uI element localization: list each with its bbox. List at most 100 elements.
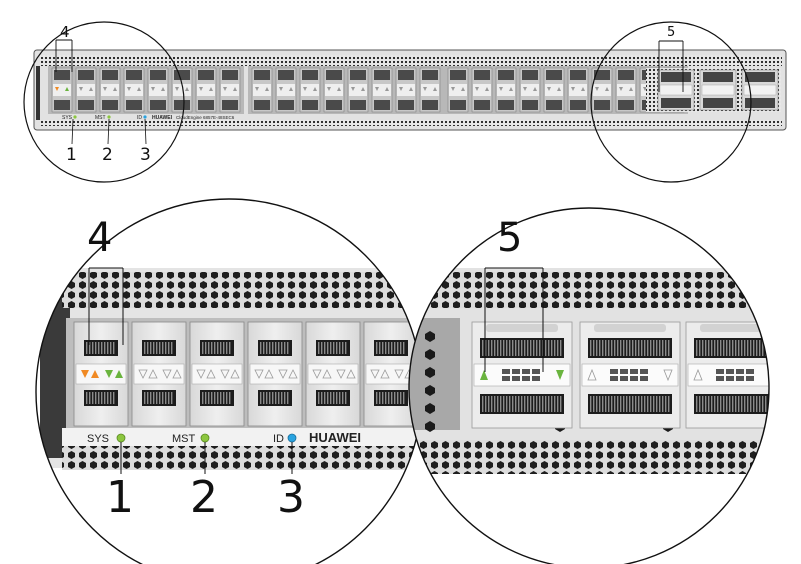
sfp-port-pair: [347, 67, 369, 113]
qsfp-port: [661, 72, 691, 82]
sfp-port-pair-zoom: [305, 321, 361, 427]
port-indicator-icon: [619, 87, 623, 91]
qsfp-port-area: [646, 68, 781, 112]
sfp-port-pair: [147, 67, 169, 113]
sfp-port: [546, 70, 562, 80]
port-indicator-icon: [137, 87, 141, 91]
port-indicator-icon: [206, 369, 216, 379]
port-indicator-icon: [581, 87, 585, 91]
port-indicator-icon: [209, 87, 213, 91]
callout-4: 4: [87, 215, 112, 261]
port-indicator-icon: [509, 87, 513, 91]
callout-2-top: 2: [102, 145, 113, 165]
sfp-port: [150, 100, 166, 110]
sfp-port-pair-zoom: [189, 321, 245, 427]
sfp-port-pair: [123, 67, 145, 113]
sfp-port: [450, 70, 466, 80]
sfp-port: [150, 70, 166, 80]
sys-led: [116, 433, 126, 443]
port-indicator-icon: [199, 87, 203, 91]
sfp-port: [474, 70, 490, 80]
callout-1: 1: [106, 472, 134, 523]
zoom-circle-right: [590, 21, 752, 183]
zoom-detail-qsfp: 5: [408, 207, 778, 564]
sfp-port: [78, 70, 94, 80]
zoom-circle-left: [23, 21, 185, 183]
port-indicator-icon: [79, 87, 83, 91]
top-sys-led: [73, 115, 77, 119]
port-indicator-icon: [265, 87, 269, 91]
port-indicator-icon: [394, 369, 404, 379]
callout-1-top: 1: [66, 145, 77, 165]
port-indicator-icon: [175, 87, 179, 91]
port-indicator-icon: [385, 87, 389, 91]
sfp-port: [398, 100, 414, 110]
port-indicator-icon: [770, 370, 778, 380]
sfp-port-pair-zoom: [131, 321, 187, 427]
port-indicator-icon: [254, 369, 264, 379]
sfp-port: [618, 100, 634, 110]
port-indicator-icon: [451, 87, 455, 91]
sfp-port: [222, 100, 238, 110]
sfp-port: [326, 100, 342, 110]
port-indicator-icon: [480, 370, 488, 380]
device-front-panel: SYS MST ID HUAWEI CloudEngine 6857E-48SE…: [23, 21, 787, 183]
port-indicator-icon: [185, 87, 189, 91]
port-indicator-icon: [571, 87, 575, 91]
port-indicator-icon: [605, 87, 609, 91]
port-indicator-icon: [351, 87, 355, 91]
port-indicator-icon: [288, 369, 298, 379]
sfp-port-pair: [195, 67, 217, 113]
sfp-port-pair: [419, 67, 441, 113]
top-id-label: ID: [137, 115, 142, 121]
sfp-port: [278, 70, 294, 80]
sfp-port-pair: [395, 67, 417, 113]
qsfp-port: [745, 72, 775, 82]
sfp-port-pair: [591, 67, 613, 113]
port-indicator-icon: [55, 87, 59, 91]
sfp-port: [302, 70, 318, 80]
port-indicator-icon: [138, 369, 148, 379]
sfp-port: [374, 100, 390, 110]
port-indicator-icon: [113, 87, 117, 91]
brand-label: HUAWEI: [309, 430, 361, 445]
qsfp-port: [703, 98, 733, 108]
sfp-port-pair: [75, 67, 97, 113]
port-indicator-icon: [279, 87, 283, 91]
port-indicator-icon: [303, 87, 307, 91]
mst-label: MST: [172, 433, 196, 445]
sfp-port: [398, 70, 414, 80]
qsfp-port-pair-zoom: [685, 321, 778, 429]
sfp-port: [594, 70, 610, 80]
sfp-port-pair: [567, 67, 589, 113]
port-indicator-icon: [499, 87, 503, 91]
qsfp-port-pair-zoom: [579, 321, 681, 429]
port-indicator-icon: [264, 369, 274, 379]
sfp-port: [102, 100, 118, 110]
port-indicator-icon: [127, 87, 131, 91]
sfp-port: [350, 70, 366, 80]
port-indicator-icon: [595, 87, 599, 91]
sfp-port-pair: [471, 67, 493, 113]
top-sys-label: SYS: [62, 115, 73, 121]
callout-5: 5: [497, 215, 522, 261]
sfp-port: [570, 70, 586, 80]
qsfp-port-pair-zoom: [471, 321, 573, 429]
id-led: [287, 433, 297, 443]
sfp-port: [326, 70, 342, 80]
sys-label: SYS: [87, 433, 109, 445]
sfp-port: [126, 70, 142, 80]
port-indicator-icon: [523, 87, 527, 91]
port-indicator-icon: [399, 87, 403, 91]
sfp-port: [278, 100, 294, 110]
callout-5-top: 5: [667, 25, 675, 40]
qsfp-port: [703, 72, 733, 82]
port-indicator-icon: [148, 369, 158, 379]
sfp-port: [594, 100, 610, 110]
sfp-port: [522, 70, 538, 80]
sfp-port-pair-zoom: [73, 321, 129, 427]
port-indicator-icon: [161, 87, 165, 91]
port-indicator-icon: [233, 87, 237, 91]
sfp-port-pair: [51, 67, 73, 113]
sfp-port-pair: [615, 67, 637, 113]
